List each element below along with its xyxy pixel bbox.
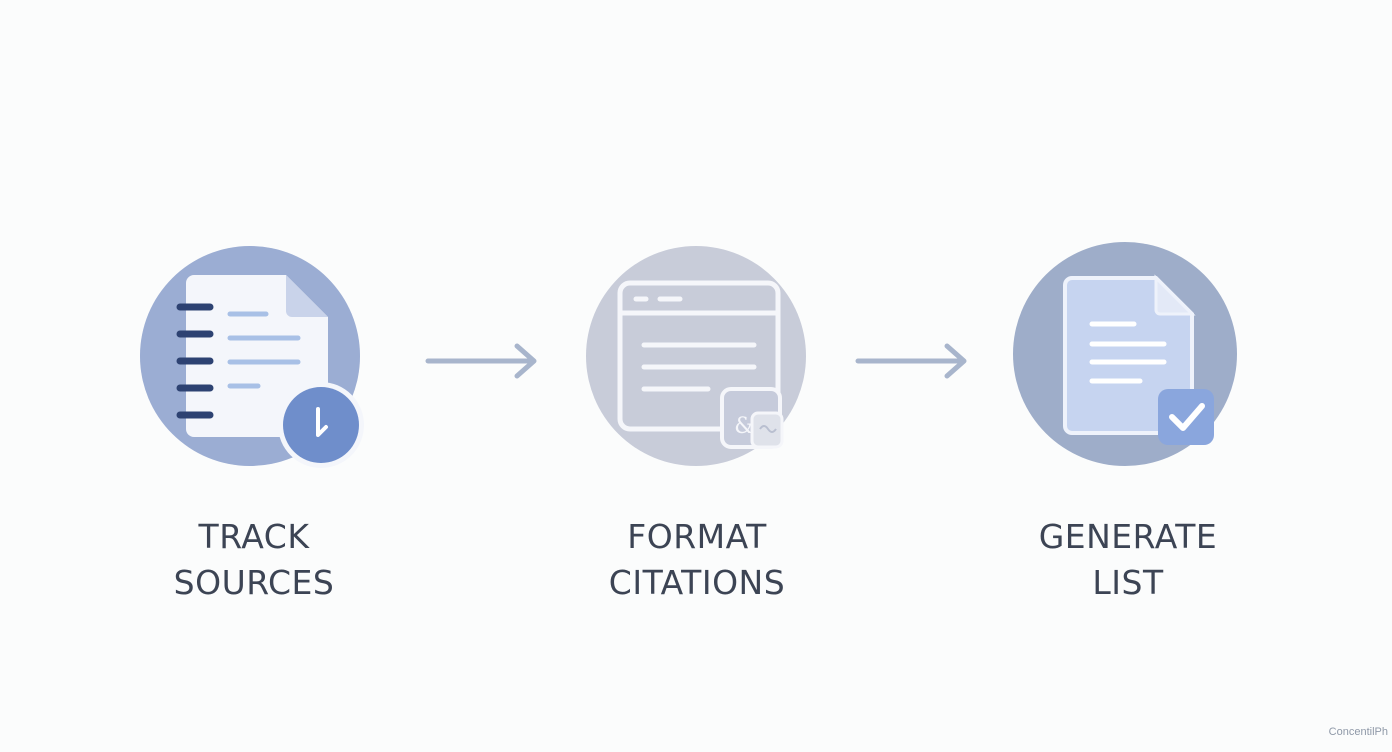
generate-list-icon	[1010, 240, 1240, 470]
step-label-generate-list: GENERATE LIST	[1038, 517, 1218, 602]
step-label-track-sources: TRACK SOURCES	[173, 517, 335, 602]
clock-icon	[278, 382, 364, 468]
browser-window-icon	[617, 280, 781, 432]
checkmark-icon	[1158, 389, 1214, 445]
format-citations-icon: &	[584, 243, 814, 473]
track-sources-icon	[136, 243, 366, 473]
arrow-right-icon	[854, 342, 970, 386]
step-label-format-citations: FORMAT CITATIONS	[608, 517, 786, 602]
svg-text:&: &	[734, 414, 754, 439]
watermark: ConcentilPh	[1328, 726, 1388, 738]
ampersand-tiles-icon: &	[720, 387, 784, 449]
arrow-right-icon	[424, 342, 540, 386]
